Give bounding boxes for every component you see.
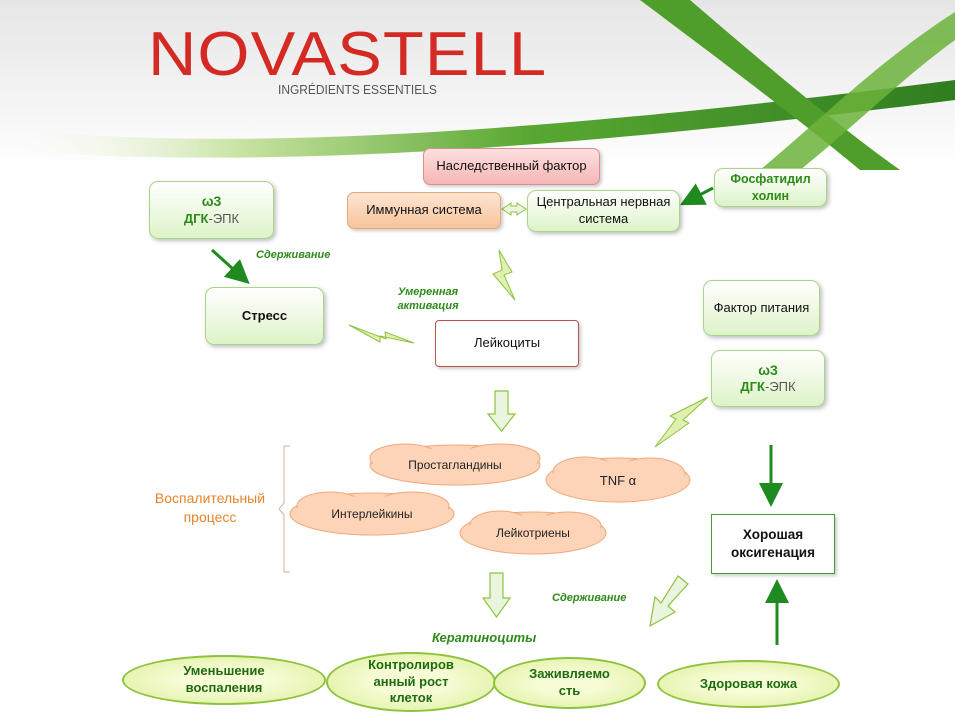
nutrition-factor-label: Фактор питания	[713, 299, 810, 315]
cloud-leukotrienes-label: Лейкотриены	[496, 526, 570, 540]
stress-box: Стресс	[205, 287, 324, 345]
outcome-healing-label: Заживляемо сть	[529, 666, 610, 698]
oxygenation-label: Хорошая оксигенация	[731, 527, 815, 560]
block-arrow-diagonal	[649, 575, 689, 628]
label-restraint-top: Сдерживание	[256, 249, 331, 261]
nutrition-factor-box: Фактор питания	[703, 280, 820, 336]
label-keratinocytes: Кератиноциты	[432, 630, 537, 645]
lightning-to-tnf	[654, 396, 709, 448]
logo-wordmark: NOVASTELL	[148, 20, 548, 89]
cns-box: Центральная нервная система	[527, 190, 680, 232]
outcome-controlled-growth: Контролиров анный рост клеток	[326, 652, 496, 712]
omega3-right-dgk: ДГК	[740, 379, 765, 395]
stress-label: Стресс	[241, 307, 288, 323]
outcome-controlled-growth-label: Контролиров анный рост клеток	[368, 656, 454, 706]
logo-tagline: INGRÉDIENTS ESSENTIELS	[278, 82, 437, 97]
omega3-left-dgk: ДГК	[183, 210, 209, 226]
outcome-healthy-skin-label: Здоровая кожа	[699, 675, 798, 691]
cloud-prostaglandins	[369, 443, 541, 486]
phosphatidylcholine-label: Фосфатидил холин	[730, 172, 811, 203]
omega3-right-box: ω3 ДГК-ЭПК	[711, 350, 825, 407]
phosphatidylcholine-box: Фосфатидил холин	[714, 168, 827, 207]
omega3-right-title: ω3	[758, 361, 778, 378]
diagonal-leaf-2	[760, 12, 955, 170]
oxygenation-box: Хорошая оксигенация	[711, 514, 835, 574]
cloud-tnf	[545, 456, 691, 503]
omega3-left-epk: -ЭПК	[208, 210, 240, 226]
lightning-top	[492, 249, 516, 301]
arrow-immune-cns	[501, 202, 527, 216]
label-moderate-activation: Умеренная активация	[397, 286, 459, 313]
inflammation-brace	[278, 445, 290, 573]
label-restraint-bottom: Сдерживание	[552, 592, 627, 604]
cloud-interleukins	[289, 491, 455, 536]
block-arrow-down-2	[481, 572, 512, 619]
leukocytes-box: Лейкоциты	[435, 320, 579, 367]
arrow-phosphatidyl-to-cns	[680, 183, 714, 206]
hereditary-factor-box: Наследственный фактор	[423, 148, 600, 185]
cloud-interleukins-label: Интерлейкины	[331, 507, 413, 521]
omega3-left-box: ω3 ДГК-ЭПК	[149, 181, 274, 239]
green-swoosh	[0, 80, 955, 158]
leukocytes-label: Лейкоциты	[473, 335, 541, 351]
hereditary-factor-label: Наследственный фактор	[436, 158, 587, 174]
arrow-omega-to-stress	[210, 248, 250, 285]
outcome-reduced-inflammation: Уменьшение воспаления	[122, 655, 326, 705]
inflammation-label: Воспалительный процесс	[154, 490, 266, 525]
block-arrow-down-1	[486, 390, 517, 432]
lightning-to-stress	[348, 324, 415, 344]
omega3-right-epk: -ЭПК	[764, 379, 796, 395]
cloud-prostaglandins-label: Простагландины	[408, 458, 502, 472]
cloud-leukotrienes	[459, 510, 607, 555]
omega3-left-title: ω3	[201, 193, 222, 210]
outcome-healing: Заживляемо сть	[493, 657, 646, 709]
cloud-tnf-label: TNF α	[599, 473, 637, 488]
cns-label: Центральная нервная система	[536, 194, 671, 226]
immune-system-label: Иммунная система	[366, 202, 482, 218]
immune-system-box: Иммунная система	[347, 192, 501, 229]
outcome-reduced-inflammation-label: Уменьшение воспаления	[183, 663, 265, 695]
header-swoosh	[0, 0, 955, 170]
outcome-healthy-skin: Здоровая кожа	[657, 660, 840, 708]
